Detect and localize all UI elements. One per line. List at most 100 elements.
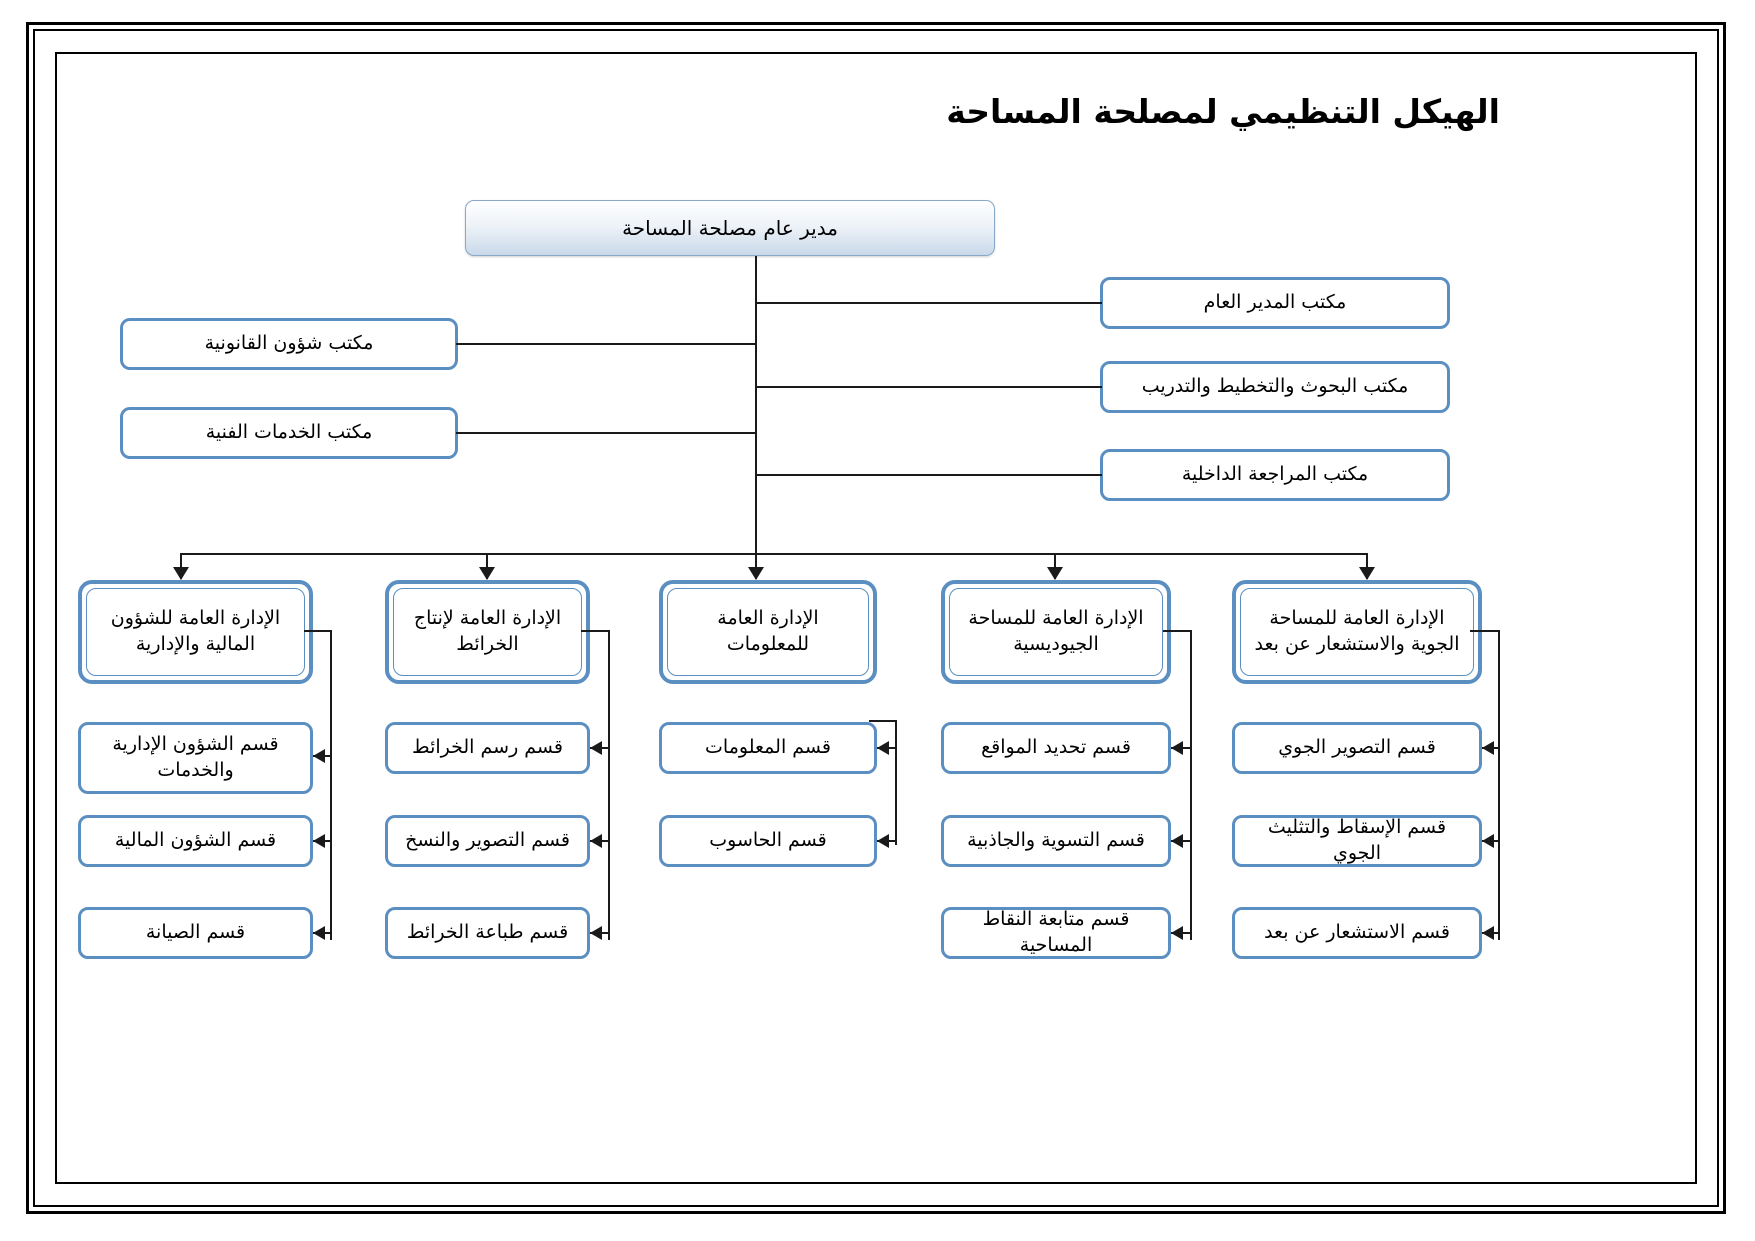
node-office-technical-services[interactable]: مكتب الخدمات الفنية: [120, 407, 458, 459]
node-label: قسم الشؤون الإدارية والخدمات: [112, 733, 279, 781]
node-label: مدير عام مصلحة المساحة: [622, 215, 838, 240]
node-label: مكتب المدير العام: [1203, 291, 1347, 314]
node-dept-geodetic-survey[interactable]: الإدارة العامة للمساحة الجيوديسية: [941, 580, 1171, 684]
connector-rail-dept-2: [1190, 630, 1192, 940]
connector-rail-dept-3: [895, 720, 897, 845]
node-dept-information[interactable]: الإدارة العامة للمعلومات: [659, 580, 877, 684]
connector-rail-dept-4: [608, 630, 610, 940]
middle-frame-border: [33, 29, 1719, 1207]
connector-root-to-office-legal: [456, 343, 757, 345]
node-label: قسم رسم الخرائط: [412, 736, 563, 759]
node-section-administrative-affairs-services[interactable]: قسم الشؤون الإدارية والخدمات: [78, 722, 313, 794]
connector-rail-top-dept-3: [869, 720, 897, 722]
node-office-legal-affairs[interactable]: مكتب شؤون القانونية: [120, 318, 458, 370]
node-dept-aerial-remote-sensing[interactable]: الإدارة العامة للمساحة الجوية والاستشعار…: [1232, 580, 1482, 684]
node-label: الإدارة العامة للمساحة الجيوديسية: [968, 607, 1144, 655]
arrow-dept1-sec1: [1482, 741, 1494, 755]
arrow-dept1-sec2: [1482, 834, 1494, 848]
outer-frame-border: [26, 22, 1726, 1214]
inner-frame-border: [55, 52, 1697, 1184]
node-label: قسم متابعة النقاط المساحية: [982, 908, 1130, 956]
node-section-positioning[interactable]: قسم تحديد المواقع: [941, 722, 1171, 774]
node-label: قسم الشؤون المالية: [114, 829, 277, 852]
node-label: مكتب البحوث والتخطيط والتدريب: [1141, 375, 1409, 398]
dept-inner-frame: الإدارة العامة للمساحة الجوية والاستشعار…: [1240, 588, 1474, 676]
node-label: قسم الصيانة: [145, 921, 246, 944]
arrow-dept4-sec3: [590, 926, 602, 940]
node-section-remote-sensing[interactable]: قسم الاستشعار عن بعد: [1232, 907, 1482, 959]
node-label: الإدارة العامة للمعلومات: [717, 607, 819, 655]
node-section-aerial-photography[interactable]: قسم التصوير الجوي: [1232, 722, 1482, 774]
node-dept-map-production[interactable]: الإدارة العامة لإنتاج الخرائط: [385, 580, 590, 684]
connector-rail-top-dept-4: [581, 630, 610, 632]
connector-drop-dept-2: [1054, 553, 1056, 579]
connector-rail-top-dept-1: [1470, 630, 1500, 632]
dept-inner-frame: الإدارة العامة لإنتاج الخرائط: [393, 588, 582, 676]
connector-rail-top-dept-5: [304, 630, 332, 632]
arrow-dept2-sec1: [1171, 741, 1183, 755]
dept-inner-frame: الإدارة العامة للمعلومات: [667, 588, 869, 676]
connector-drop-dept-1: [1366, 553, 1368, 579]
node-label: قسم الحاسوب: [709, 829, 827, 852]
node-section-photography-copying[interactable]: قسم التصوير والنسخ: [385, 815, 590, 867]
node-label: قسم الاستشعار عن بعد: [1264, 921, 1450, 944]
node-label: مكتب المراجعة الداخلية: [1181, 463, 1369, 486]
node-label: قسم التصوير الجوي: [1278, 736, 1436, 759]
node-office-internal-audit[interactable]: مكتب المراجعة الداخلية: [1100, 449, 1450, 501]
node-label: قسم تحديد المواقع: [981, 736, 1131, 759]
connector-drop-dept-4: [486, 553, 488, 579]
connector-department-bus: [180, 553, 1366, 555]
connector-drop-dept-5: [180, 553, 182, 579]
node-section-financial-affairs[interactable]: قسم الشؤون المالية: [78, 815, 313, 867]
arrow-dept3-sec2: [877, 834, 889, 848]
connector-root-spine: [755, 256, 757, 554]
node-office-research-planning-training[interactable]: مكتب البحوث والتخطيط والتدريب: [1100, 361, 1450, 413]
connector-root-to-office-dg: [755, 302, 1102, 304]
arrow-dept-2: [1047, 567, 1063, 580]
arrow-dept1-sec3: [1482, 926, 1494, 940]
arrow-dept5-sec2: [313, 834, 325, 848]
node-section-aerial-triangulation[interactable]: قسم الإسقاط والتثليث الجوي: [1232, 815, 1482, 867]
connector-root-to-office-audit: [755, 474, 1102, 476]
arrow-dept4-sec2: [590, 834, 602, 848]
node-section-leveling-gravity[interactable]: قسم التسوية والجاذبية: [941, 815, 1171, 867]
arrow-dept-3: [748, 567, 764, 580]
node-director-general[interactable]: مدير عام مصلحة المساحة: [465, 200, 995, 256]
connector-root-to-office-research: [755, 386, 1102, 388]
node-dept-financial-administrative[interactable]: الإدارة العامة للشؤون المالية والإدارية: [78, 580, 313, 684]
arrow-dept4-sec1: [590, 741, 602, 755]
connector-rail-top-dept-2: [1163, 630, 1192, 632]
arrow-dept-4: [479, 567, 495, 580]
node-section-survey-points-monitoring[interactable]: قسم متابعة النقاط المساحية: [941, 907, 1171, 959]
dept-inner-frame: الإدارة العامة للمساحة الجيوديسية: [949, 588, 1163, 676]
node-label: الإدارة العامة لإنتاج الخرائط: [413, 607, 562, 655]
arrow-dept2-sec3: [1171, 926, 1183, 940]
node-label: الإدارة العامة للمساحة الجوية والاستشعار…: [1254, 607, 1460, 655]
node-label: مكتب الخدمات الفنية: [205, 421, 373, 444]
dept-inner-frame: الإدارة العامة للشؤون المالية والإدارية: [86, 588, 305, 676]
node-label: الإدارة العامة للشؤون المالية والإدارية: [110, 607, 281, 655]
arrow-dept-5: [173, 567, 189, 580]
arrow-dept5-sec3: [313, 926, 325, 940]
node-label: قسم التسوية والجاذبية: [967, 829, 1145, 852]
node-label: قسم الإسقاط والتثليث الجوي: [1267, 816, 1447, 864]
node-label: قسم التصوير والنسخ: [405, 829, 570, 852]
node-office-director-general[interactable]: مكتب المدير العام: [1100, 277, 1450, 329]
arrow-dept5-sec1: [313, 749, 325, 763]
node-label: قسم طباعة الخرائط: [406, 921, 569, 944]
node-section-maintenance[interactable]: قسم الصيانة: [78, 907, 313, 959]
node-section-computer[interactable]: قسم الحاسوب: [659, 815, 877, 867]
arrow-dept3-sec1: [877, 741, 889, 755]
node-section-information[interactable]: قسم المعلومات: [659, 722, 877, 774]
node-section-map-printing[interactable]: قسم طباعة الخرائط: [385, 907, 590, 959]
connector-drop-dept-3: [755, 553, 757, 579]
node-section-map-drawing[interactable]: قسم رسم الخرائط: [385, 722, 590, 774]
connector-rail-dept-1: [1498, 630, 1500, 940]
node-label: مكتب شؤون القانونية: [204, 332, 374, 355]
page-title: الهيكل التنظيمي لمصلحة المساحة: [946, 92, 1500, 131]
arrow-dept-1: [1359, 567, 1375, 580]
connector-root-to-office-technical: [456, 432, 757, 434]
arrow-dept2-sec2: [1171, 834, 1183, 848]
connector-rail-dept-5: [330, 630, 332, 940]
